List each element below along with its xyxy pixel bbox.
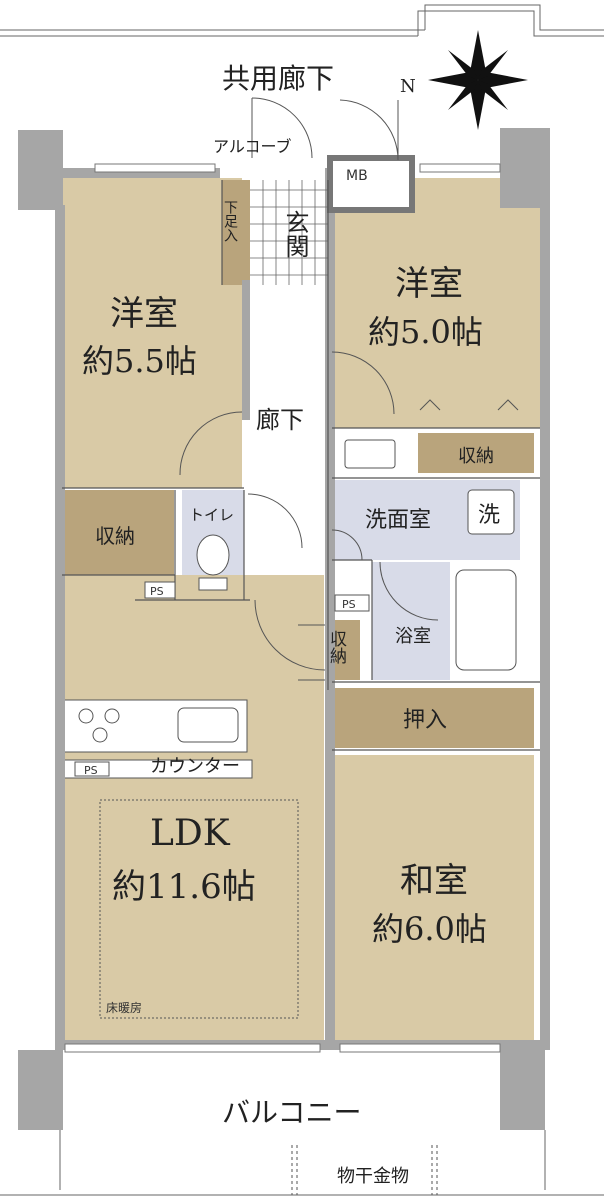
ldk-name: LDK: [150, 813, 231, 854]
japanese-room-area: [332, 755, 534, 1045]
alcove-label: アルコーブ: [213, 137, 292, 156]
ps-label-hall: PS: [342, 598, 356, 611]
bathroom-area: [372, 562, 450, 680]
washroom-label: 洗面室: [365, 508, 431, 533]
storage-hall-label: 収納: [326, 630, 347, 665]
washer-box: [467, 489, 515, 535]
west-bedroom-area: [62, 178, 242, 488]
room-fills: [61, 178, 544, 1045]
balcony-label: バルコニー: [222, 1096, 361, 1129]
entrance-label: 玄関: [281, 210, 309, 258]
ldk-area: [62, 575, 324, 1045]
mb-label: MB: [346, 168, 368, 184]
ldk-size: 約11.6帖: [112, 867, 256, 907]
labels: 共用廊下 N アルコーブ MB 下足入 玄関 洋室 約5.5帖 洋室 約5.0帖…: [82, 62, 500, 1187]
ps-label-toilet: PS: [150, 585, 164, 598]
east-bedroom-name: 洋室: [395, 264, 463, 304]
toilet-bowl: [196, 534, 230, 576]
counter-label: カウンター: [150, 756, 240, 777]
laundry-rack-label: 物干金物: [337, 1166, 409, 1187]
laundry-rack-marks: [291, 1145, 438, 1195]
east-storage-area: [418, 433, 534, 473]
shoe-storage-area: [222, 180, 250, 285]
floor-heating-label: 床暖房: [106, 1000, 142, 1015]
fixtures: [78, 439, 517, 743]
ps-boxes: [74, 581, 370, 777]
toilet-tank: [198, 577, 228, 591]
bathtub: [455, 569, 517, 671]
west-storage-area: [62, 490, 174, 575]
japanese-room-name: 和室: [400, 861, 468, 901]
ps-label-kitchen: PS: [84, 764, 98, 777]
partitions: [62, 180, 540, 751]
exterior-lines: [0, 4, 604, 1196]
windows: [64, 163, 501, 1053]
shoe-storage-label: 下足入: [222, 200, 238, 242]
doors: [179, 97, 519, 681]
bathroom-label: 浴室: [395, 626, 431, 647]
west-bedroom-name: 洋室: [110, 294, 178, 334]
corridor-label: 共用廊下: [222, 62, 334, 95]
storage-west-label: 収納: [95, 524, 135, 548]
storage-east-label: 収納: [458, 446, 494, 467]
toilet-label: トイレ: [189, 506, 234, 524]
oshiire-label: 押入: [403, 708, 447, 733]
entrance-tiles: [250, 180, 328, 285]
west-bedroom-size: 約5.5帖: [82, 342, 197, 380]
east-bedroom-area: [332, 178, 544, 428]
east-bedroom-size: 約5.0帖: [368, 313, 483, 351]
vanity-sink: [344, 439, 396, 469]
washer-label: 洗: [478, 503, 500, 528]
north-label: N: [400, 76, 416, 97]
oshiire-area: [332, 688, 534, 748]
japanese-room-size: 約6.0帖: [372, 910, 487, 948]
hallway-label: 廊下: [256, 406, 304, 434]
compass-rose: [428, 30, 528, 130]
kitchen-sink: [177, 707, 239, 743]
